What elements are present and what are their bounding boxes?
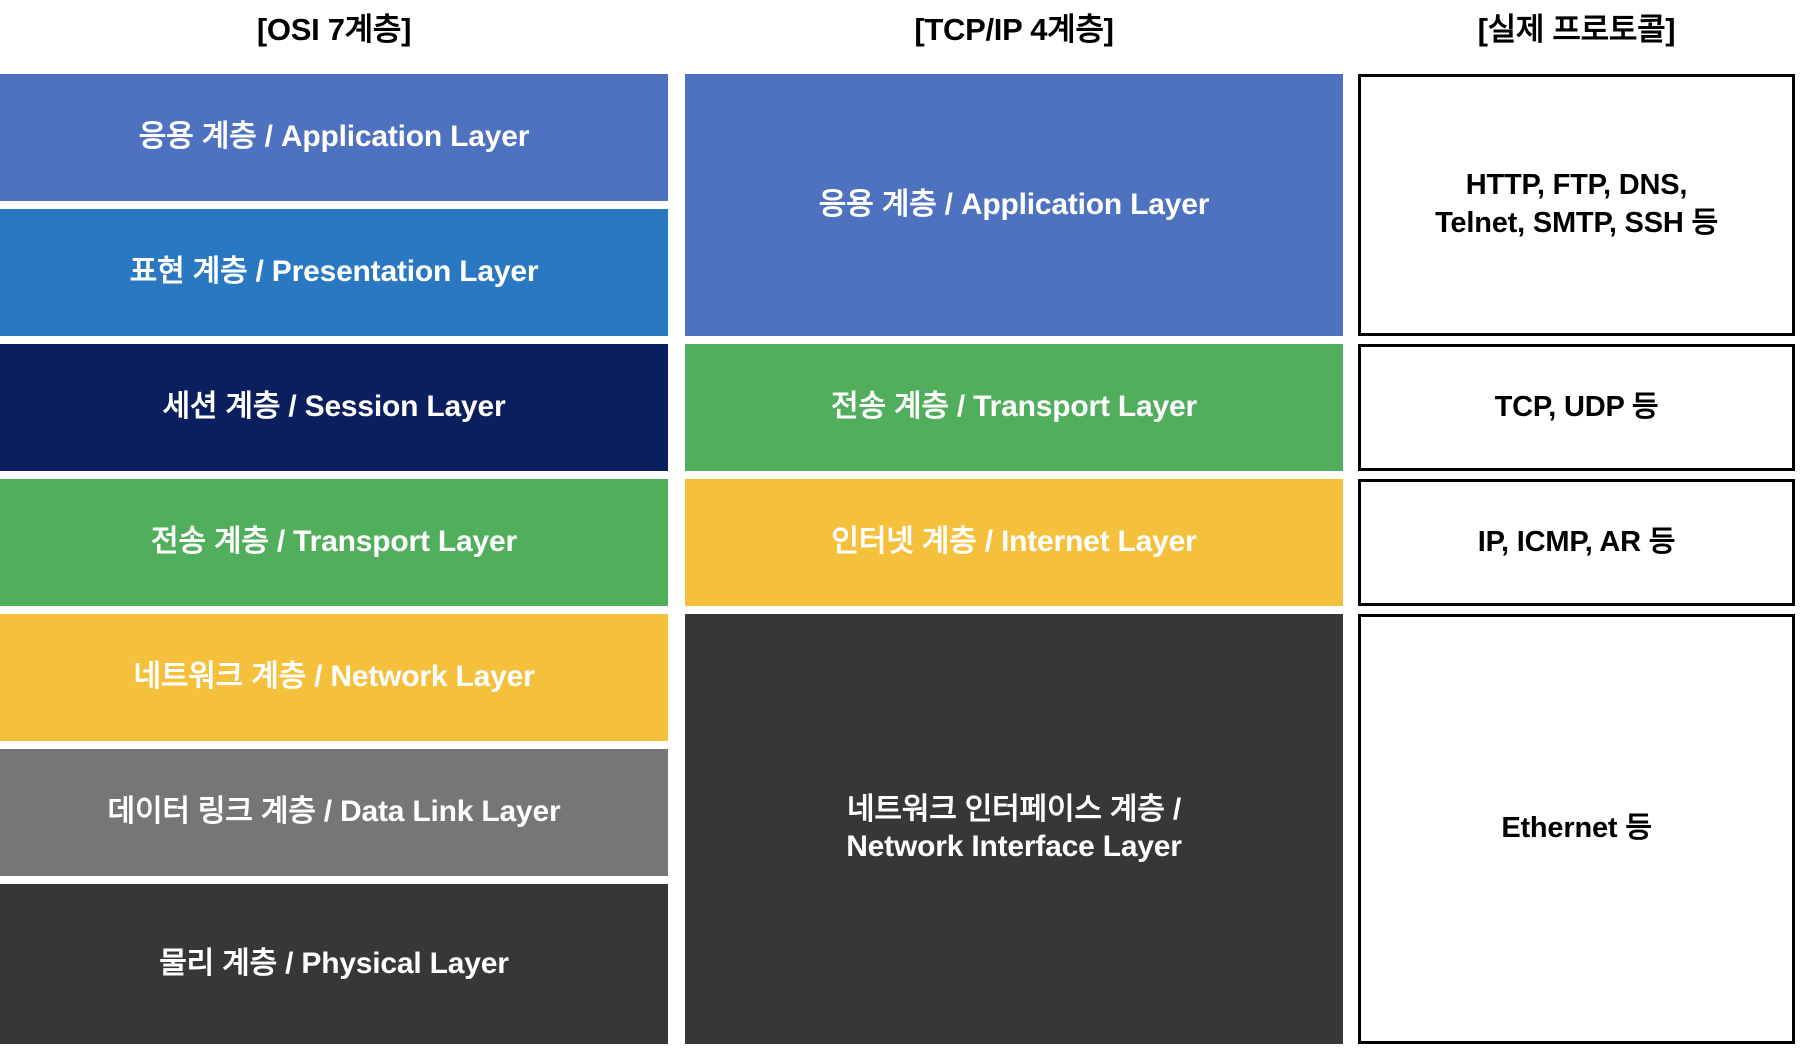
tcpip-layer-4[interactable]: 응용 계층 / Application Layer — [685, 74, 1343, 336]
protocol-cell-3[interactable]: IP, ICMP, AR 등 — [1358, 479, 1795, 606]
layer-label-line: 데이터 링크 계층 / Data Link Layer — [107, 795, 561, 829]
tcpip-layer-1[interactable]: 네트워크 인터페이스 계층 /Network Interface Layer — [685, 614, 1343, 1044]
layer-label-line: Network Interface Layer — [846, 830, 1182, 863]
tcpip-layer-2[interactable]: 인터넷 계층 / Internet Layer — [685, 479, 1343, 606]
layer-label-line: 물리 계층 / Physical Layer — [159, 946, 509, 980]
layer-label-line: 세션 계층 / Session Layer — [162, 390, 506, 424]
osi-column: 응용 계층 / Application Layer 표현 계층 / Present… — [0, 74, 668, 1044]
column-header-tcpip: [TCP/IP 4계층] — [914, 12, 1114, 47]
osi-layer-2[interactable]: 데이터 링크 계층 / Data Link Layer — [0, 749, 668, 876]
protocol-cell-4[interactable]: Ethernet 등 — [1358, 614, 1795, 1044]
tcpip-column: 응용 계층 / Application Layer 전송 계층 / Transpo… — [685, 74, 1343, 1044]
layer-label-line: 네트워크 계층 / Network Layer — [133, 660, 535, 694]
osi-layer-4[interactable]: 전송 계층 / Transport Layer — [0, 479, 668, 606]
osi-layer-5[interactable]: 세션 계층 / Session Layer — [0, 344, 668, 471]
column-header-protocol: [실제 프로토콜] — [1477, 12, 1676, 47]
layer-label-line: 응용 계층 / Application Layer — [818, 187, 1210, 221]
layer-label-line: 인터넷 계층 / Internet Layer — [831, 525, 1197, 559]
osi-layer-1[interactable]: 물리 계층 / Physical Layer — [0, 884, 668, 1044]
layer-label-line: HTTP, FTP, DNS, — [1465, 169, 1688, 202]
layer-label-line: 전송 계층 / Transport Layer — [151, 525, 517, 559]
protocol-cell-2[interactable]: TCP, UDP 등 — [1358, 344, 1795, 471]
protocol-column: HTTP, FTP, DNS, Telnet, SMTP, SSH 등 TCP, U… — [1358, 74, 1795, 1044]
tcpip-layer-3[interactable]: 전송 계층 / Transport Layer — [685, 344, 1343, 471]
osi-layer-3[interactable]: 네트워크 계층 / Network Layer — [0, 614, 668, 741]
layer-label-line: 표현 계층 / Presentation Layer — [129, 255, 539, 289]
layer-label-line: TCP, UDP 등 — [1494, 390, 1659, 423]
column-header-osi: [OSI 7계층] — [256, 12, 412, 47]
layer-label-line: 전송 계층 / Transport Layer — [831, 390, 1197, 424]
layer-label-line: Telnet, SMTP, SSH 등 — [1435, 207, 1718, 239]
layer-label-line: 응용 계층 / Application Layer — [138, 120, 530, 154]
layer-label-line: 네트워크 인터페이스 계층 / — [847, 793, 1181, 827]
layer-label-line: Ethernet 등 — [1501, 812, 1652, 845]
osi-layer-6[interactable]: 표현 계층 / Presentation Layer — [0, 209, 668, 336]
osi-layer-7[interactable]: 응용 계층 / Application Layer — [0, 74, 668, 201]
layer-label-line: IP, ICMP, AR 등 — [1477, 525, 1676, 558]
protocol-cell-1[interactable]: HTTP, FTP, DNS, Telnet, SMTP, SSH 등 — [1358, 74, 1795, 336]
